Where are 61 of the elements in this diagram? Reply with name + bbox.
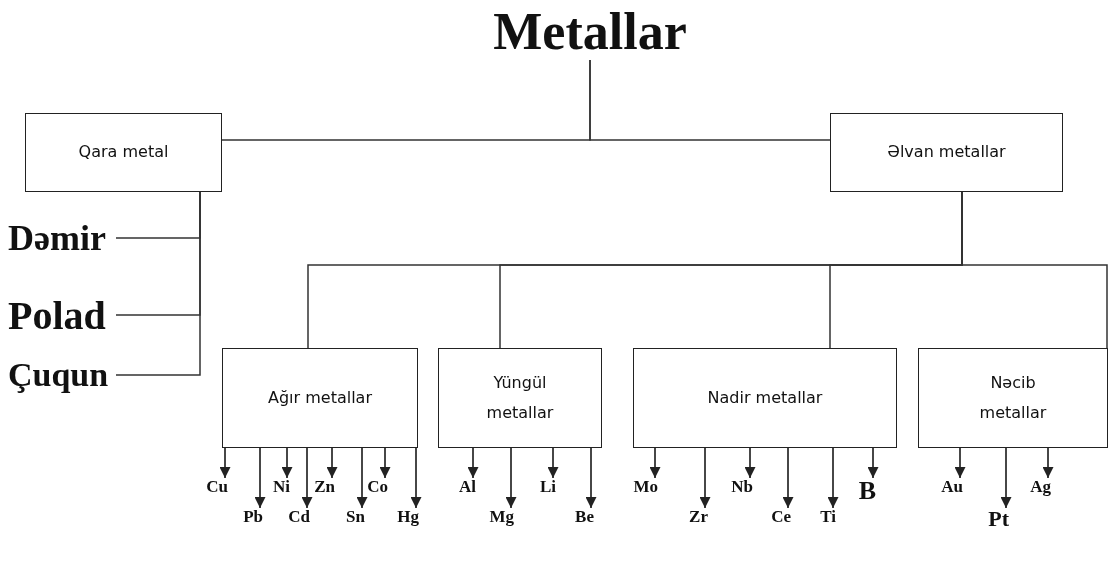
arrow [301, 447, 313, 509]
element-symbol: Co [367, 478, 388, 495]
arrow [410, 447, 422, 509]
material-label: Dəmir [8, 217, 106, 259]
arrow [649, 447, 661, 479]
category-box [438, 348, 602, 448]
element-symbol: Pb [243, 508, 263, 525]
element-symbol: Mg [489, 508, 514, 525]
connector-line [115, 191, 201, 376]
element-symbol: Pt [988, 508, 1009, 530]
category-box [25, 113, 222, 192]
element-symbol: Li [539, 478, 556, 495]
element-symbol: Be [575, 508, 594, 525]
box-label: Ağır metallar [268, 386, 372, 409]
element-symbol: Ni [273, 478, 290, 495]
arrow [867, 447, 879, 479]
arrow [379, 447, 391, 479]
element-symbol: Mo [633, 478, 658, 495]
arrow [585, 447, 597, 509]
element-symbol: Nb [731, 478, 753, 495]
category-box [830, 113, 1063, 192]
arrow [1042, 447, 1054, 479]
category-box [918, 348, 1108, 448]
arrow [547, 447, 559, 479]
category-box [633, 348, 897, 448]
arrow [356, 447, 368, 509]
element-symbol: Au [941, 478, 963, 495]
element-symbol: Ce [771, 508, 791, 525]
arrow [827, 447, 839, 509]
element-symbol: Sn [346, 508, 365, 525]
material-label: Polad [8, 291, 106, 339]
element-symbol: Cd [288, 508, 310, 525]
arrow [326, 447, 338, 479]
box-label: Yüngül metallar [485, 371, 555, 424]
element-symbol: Hg [397, 508, 419, 525]
material-label: Çuqun [8, 356, 109, 394]
arrow [954, 447, 966, 479]
arrow [1000, 447, 1012, 509]
arrow [467, 447, 479, 479]
element-symbol: B [858, 478, 876, 504]
box-label: Nadir metallar [707, 386, 823, 409]
element-symbol: Ag [1030, 478, 1051, 495]
arrow [744, 447, 756, 479]
arrow [505, 447, 517, 509]
element-symbol: Zn [314, 478, 335, 495]
element-symbol: Cu [206, 478, 228, 495]
element-symbol: Ti [820, 508, 836, 525]
arrow [782, 447, 794, 509]
connector-line [961, 191, 1108, 349]
element-symbol: Zr [689, 508, 708, 525]
box-label: Əlvan metallar [887, 141, 1006, 164]
arrow [281, 447, 293, 479]
arrow [699, 447, 711, 509]
connector-line [589, 59, 831, 141]
box-label: Qara metal [78, 141, 169, 164]
title-text: Metallar [493, 6, 687, 58]
element-symbol: Al [459, 478, 476, 495]
box-label: Nəcib metallar [978, 371, 1048, 424]
category-box [222, 348, 418, 448]
arrow [254, 447, 266, 509]
arrow [219, 447, 231, 479]
